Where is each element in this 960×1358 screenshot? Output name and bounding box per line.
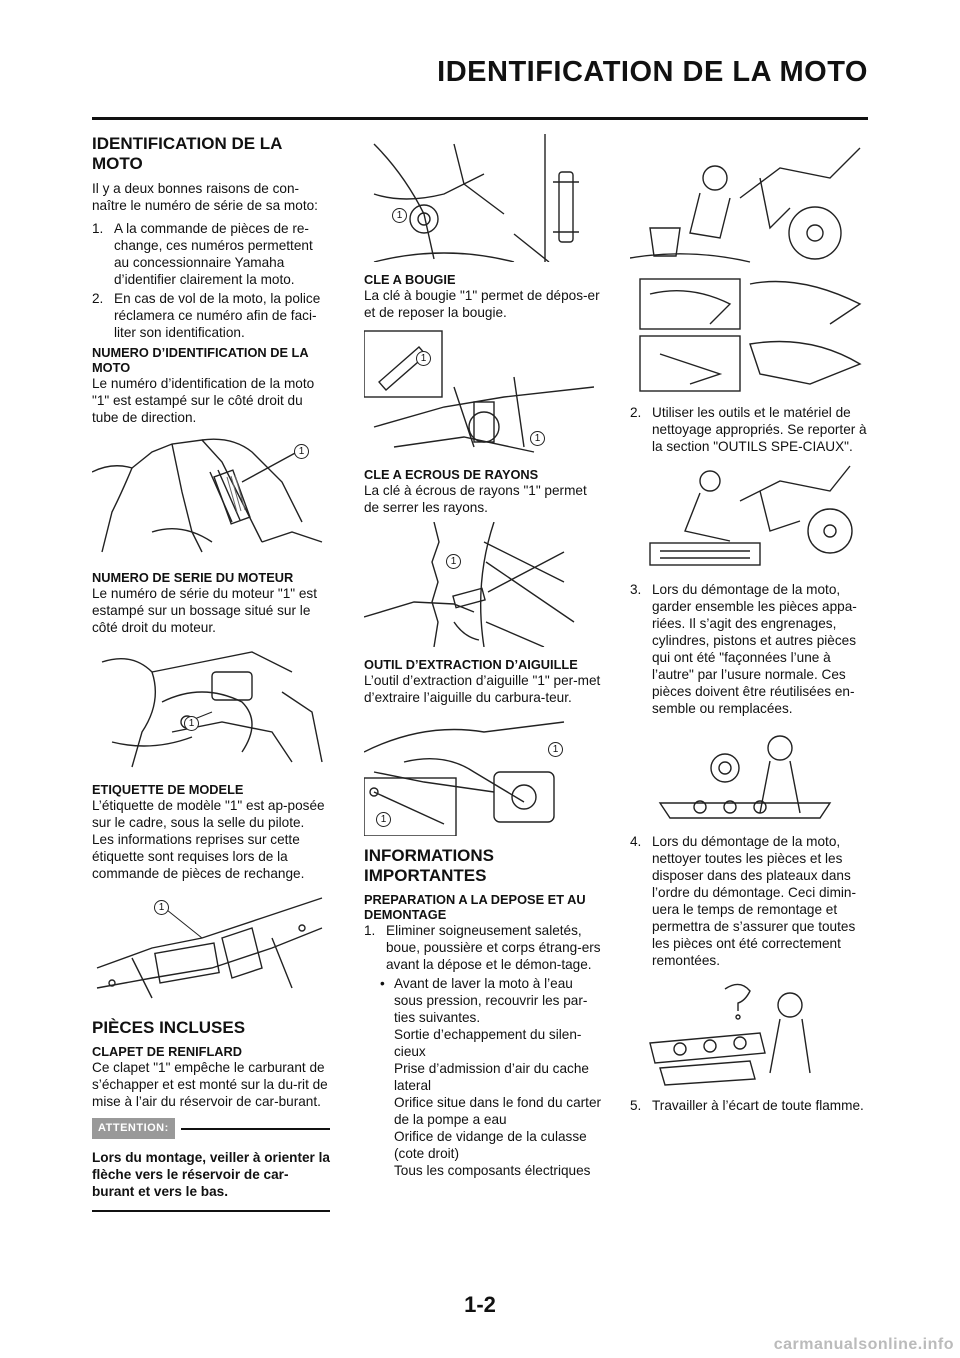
steering-head-illustration: 1 bbox=[92, 432, 330, 560]
section-title-included-parts: PIÈCES INCLUSES bbox=[92, 1018, 246, 1037]
subtitle-engine-serial: NUMERO DE SERIE DU MOTEUR bbox=[92, 570, 294, 585]
column-3: 2.Utiliser les outils et le matériel de … bbox=[630, 134, 870, 1116]
tools-cleaning-illustration bbox=[630, 461, 870, 571]
parts-tray-illustration bbox=[630, 983, 870, 1087]
bullet-item: •Avant de laver la moto à l’eau sous pre… bbox=[380, 976, 588, 1025]
vin-text: Le numéro d’identification de la moto "1… bbox=[92, 376, 315, 425]
reasons-list: 1.A la commande de pièces de re-change, … bbox=[92, 220, 330, 341]
subtitle-vin: NUMERO D’IDENTIFICATION DE LA MOTO bbox=[92, 345, 309, 375]
list-item: 4.Lors du démontage de la moto, nettoyer… bbox=[630, 834, 857, 968]
label-text: L’étiquette de modèle "1" est ap-posée s… bbox=[92, 798, 325, 881]
section-title-important-info: INFORMATIONS IMPORTANTES bbox=[364, 846, 495, 885]
covering-parts-illustration bbox=[630, 274, 870, 394]
watermark: carmanualsonline.info bbox=[773, 1336, 954, 1353]
callout-marker: 1 bbox=[184, 716, 199, 731]
callout-marker: 1 bbox=[416, 351, 431, 366]
subtitle-nipple-wrench: CLE A ECROUS DE RAYONS bbox=[364, 467, 539, 482]
callout-marker: 1 bbox=[530, 431, 545, 446]
attention-text: Lors du montage, veiller à orienter la f… bbox=[92, 1149, 330, 1212]
wheel-spoke-illustration: 1 bbox=[364, 522, 604, 647]
list-item: 2.En cas de vol de la moto, la police ré… bbox=[92, 291, 321, 340]
engine-text: Le numéro de série du moteur "1" est est… bbox=[92, 586, 318, 635]
column-2: 1 CLE A BOUGIE La clé à bougie "1" perme… bbox=[364, 134, 604, 1179]
list-item: Orifice de vidange de la culasse (cote d… bbox=[394, 1129, 587, 1161]
subtitle-needle-tool: OUTIL D’EXTRACTION D’AIGUILLE bbox=[364, 657, 578, 672]
callout-marker: 1 bbox=[446, 554, 461, 569]
list-item: 3.Lors du démontage de la moto, garder e… bbox=[630, 582, 857, 716]
subtitle-plug-wrench: CLE A BOUGIE bbox=[364, 272, 456, 287]
covered-parts-list: Sortie d’echappement du silen-cieux Pris… bbox=[394, 1026, 604, 1179]
attention-label: ATTENTION: bbox=[92, 1118, 175, 1139]
spark-plug-wrench-illustration: 1 bbox=[364, 134, 604, 262]
list-item: Tous les composants électriques bbox=[394, 1163, 591, 1178]
carburetor-needle-illustration: 1 1 bbox=[364, 712, 604, 836]
washing-motorcycle-illustration bbox=[630, 138, 870, 264]
attention-box: ATTENTION: Lors du montage, veiller à or… bbox=[92, 1118, 330, 1212]
list-item: Prise d’admission d’air du cache lateral bbox=[394, 1061, 589, 1093]
page-number: 1-2 bbox=[464, 1292, 496, 1317]
subtitle-model-label: ETIQUETTE DE MODELE bbox=[92, 782, 244, 797]
column-1: IDENTIFICATION DE LA MOTO Il y a deux bo… bbox=[92, 134, 330, 1212]
callout-marker: 1 bbox=[376, 812, 391, 827]
subtitle-breather: CLAPET DE RENIFLARD bbox=[92, 1044, 243, 1059]
callout-marker: 1 bbox=[154, 900, 169, 915]
list-item: 2.Utiliser les outils et le matériel de … bbox=[630, 405, 867, 454]
breather-text: Ce clapet "1" empêche le carburant de s’… bbox=[92, 1060, 328, 1109]
matched-parts-illustration bbox=[630, 723, 870, 823]
callout-marker: 1 bbox=[294, 444, 309, 459]
callout-marker: 1 bbox=[392, 208, 407, 223]
callout-marker: 1 bbox=[548, 742, 563, 757]
seat-frame-illustration: 1 bbox=[92, 888, 330, 1008]
list-item: Sortie d’echappement du silen-cieux bbox=[394, 1027, 582, 1059]
list-item: Orifice situe dans le fond du carter de … bbox=[394, 1095, 602, 1127]
list-item: 5.Travailler à l’écart de toute flamme. bbox=[630, 1098, 864, 1113]
subtitle-preparation: PREPARATION A LA DEPOSE ET AU DEMONTAGE bbox=[364, 892, 586, 922]
nipple-text: La clé à écrous de rayons "1" permet de … bbox=[364, 483, 587, 515]
intro-text: Il y a deux bonnes raisons de con-naître… bbox=[92, 181, 318, 213]
section-title-identification: IDENTIFICATION DE LA MOTO bbox=[92, 134, 282, 173]
engine-boss-illustration: 1 bbox=[92, 642, 330, 772]
plug-text: La clé à bougie "1" permet de dépos-er e… bbox=[364, 288, 600, 320]
page-header-title: IDENTIFICATION DE LA MOTO bbox=[437, 56, 868, 88]
spoke-wrench-illustration: 1 1 bbox=[364, 327, 604, 457]
header-rule bbox=[92, 117, 868, 120]
list-item: 1.A la commande de pièces de re-change, … bbox=[92, 221, 313, 287]
needle-text: L’outil d’extraction d’aiguille "1" per-… bbox=[364, 673, 601, 705]
list-item: 1.Eliminer soigneusement saletés, boue, … bbox=[364, 923, 601, 972]
